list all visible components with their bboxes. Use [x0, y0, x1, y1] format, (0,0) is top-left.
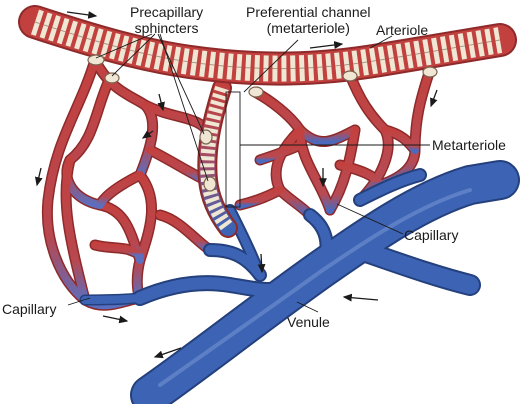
flow-direction-arrow	[257, 253, 266, 274]
flow-direction-arrow	[141, 130, 154, 139]
label-precapillary-line1: Precapillary	[130, 4, 204, 20]
sphincter-ring	[422, 66, 438, 78]
metarteriole	[197, 78, 238, 238]
label-precapillary-line2: sphincters	[134, 20, 199, 36]
arteriole	[18, 5, 517, 86]
flow-direction-arrow	[430, 89, 438, 108]
label-preferential-line2: (metarteriole)	[266, 20, 350, 36]
sphincter-ring	[87, 54, 105, 66]
flow-direction-arrow	[34, 167, 43, 187]
leader-lines	[67, 33, 430, 313]
sphincter-ring	[342, 70, 358, 82]
sphincter-ring	[199, 129, 213, 145]
venule	[79, 160, 520, 404]
precapillary-sphincters	[87, 54, 438, 192]
flow-direction-arrow	[102, 315, 129, 324]
label-preferential-channel: Preferential channel (metarteriole)	[246, 4, 371, 36]
capillary-network	[41, 54, 436, 311]
label-metarteriole: Metarteriole	[432, 137, 506, 153]
sphincter-ring	[104, 72, 120, 84]
label-preferential-line1: Preferential channel	[246, 4, 371, 20]
flow-direction-arrow	[66, 11, 98, 19]
sphincter-ring	[248, 86, 264, 98]
flow-direction-arrow	[309, 41, 344, 49]
sphincter-ring	[203, 176, 217, 192]
label-precapillary-sphincters: Precapillary sphincters	[130, 4, 203, 36]
label-capillary-left: Capillary	[2, 301, 57, 317]
label-capillary-right: Capillary	[404, 227, 459, 243]
flow-direction-arrow	[153, 347, 182, 359]
label-venule: Venule	[287, 314, 330, 330]
flow-direction-arrow	[342, 293, 379, 302]
label-arteriole: Arteriole	[376, 22, 429, 38]
flow-arrows	[34, 11, 438, 359]
flow-direction-arrow	[157, 93, 165, 112]
